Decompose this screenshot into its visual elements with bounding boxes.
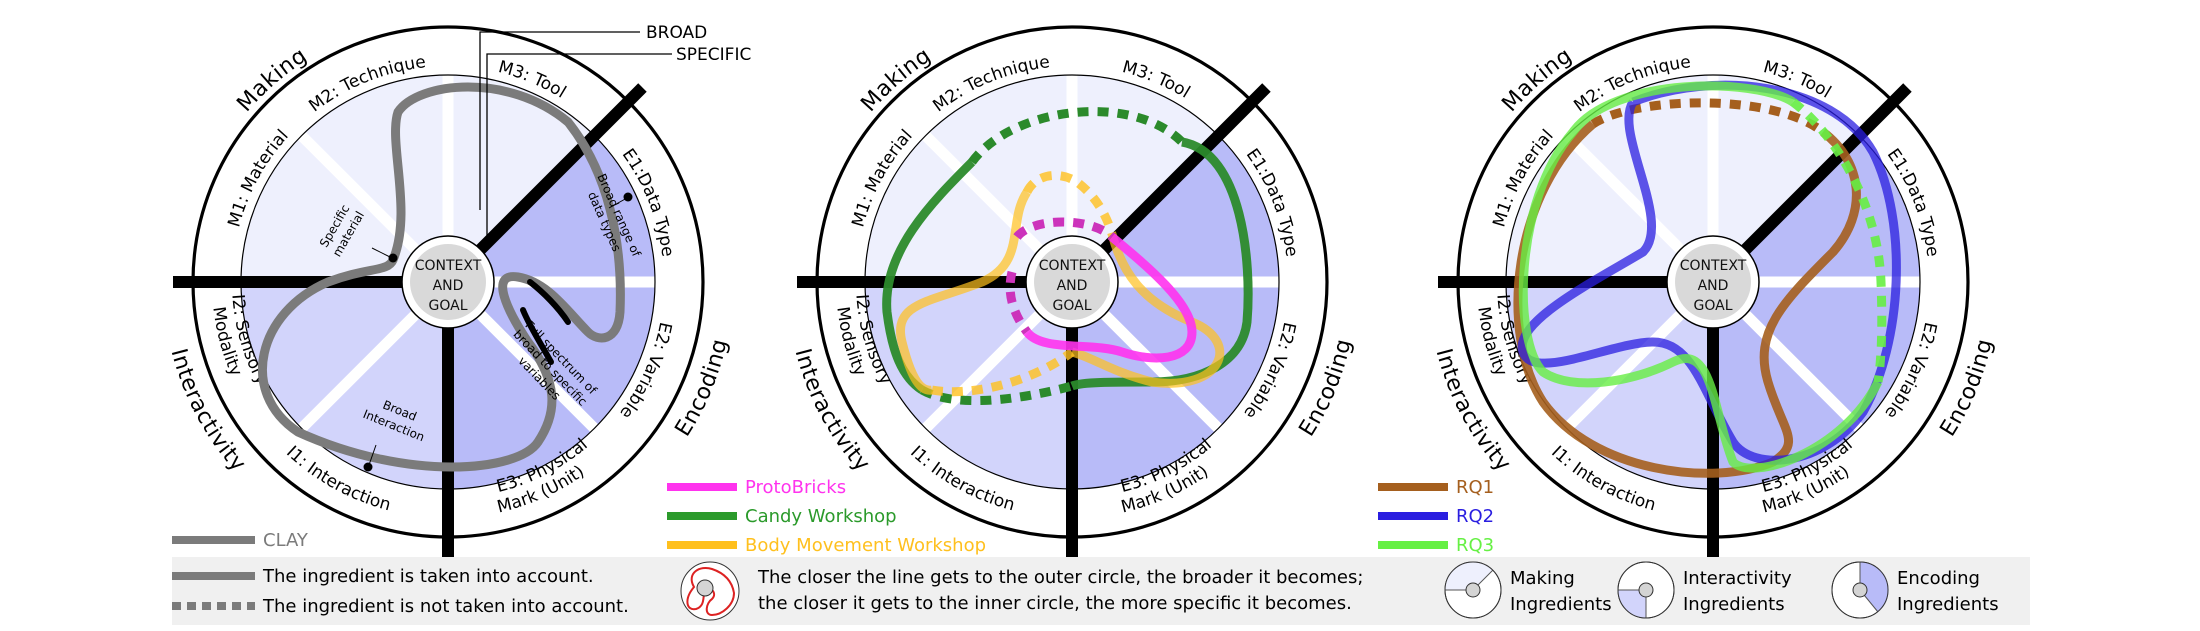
dimension-label-making: Making [856,43,935,117]
key-solid-label: The ingredient is taken into account. [262,566,594,587]
context-label: CONTEXT [415,258,482,274]
encoding-sector [448,135,655,489]
making-sector [241,74,595,282]
annotation-dot [623,192,633,202]
legend-label: Body Movement Workshop [745,535,986,556]
curve-body-solid [896,189,1031,395]
legend-label: Candy Workshop [745,506,897,527]
context-label: GOAL [1694,298,1733,314]
context-core [1034,244,1110,320]
broad-callout-label: BROAD [646,23,707,43]
dimension-label-making-path: Making [856,43,935,117]
curve-protobricks-dashed [1005,270,1031,335]
legend-label: RQ1 [1456,477,1494,498]
dimension-axis [476,83,647,254]
scale-icon [680,561,740,621]
dimension-label-making-path: Making [232,43,311,117]
legend-key-band [172,557,2030,625]
legend-label: RQ2 [1456,506,1494,527]
curve-clay [258,82,625,472]
dimension-label-making-path: Making [1497,43,1576,117]
dimension-label-making: Making [232,43,311,117]
curve-rq1-dashed [1590,98,1826,136]
specific-callout-line [486,53,672,248]
key-solid: The ingredient is taken into account. [172,566,594,587]
encoding-ingredients-label-2: Ingredients [1897,594,1999,615]
encoding-ingredients-icon [1831,561,1889,619]
curve-candy-dashed [919,381,1074,406]
context-label: AND [1698,278,1729,294]
interactivity-ingredients-icon [1617,561,1675,619]
key-scale-line-1: The closer the line gets to the outer ci… [757,567,1363,588]
ingredient-divider [296,310,420,434]
context-label: AND [1057,278,1088,294]
curve-clay-specific-segment [527,279,571,325]
curve-protobricks-solid [1023,233,1197,363]
context-label: GOAL [429,298,468,314]
legend-label: ProtoBricks [745,477,846,498]
encoding-ingredients-label-1: Encoding [1897,568,1980,589]
interactivity-ingredients-label-1: Interactivity [1683,568,1792,589]
legend-label: RQ3 [1456,535,1494,556]
annotation-leader [368,444,377,466]
curve-rq3-solid [1518,81,1883,473]
curve-body-solid [1070,232,1225,388]
making-ingredients-label-1: Making [1510,568,1575,589]
interactivity-ingredients-label-2: Ingredients [1683,594,1785,615]
curve-candy-solid [1070,137,1253,391]
annotation-leader [371,247,393,259]
context-label: CONTEXT [1680,258,1747,274]
dimension-axis [1100,83,1271,254]
annotation-leader [608,197,628,209]
key-making: Making Ingredients [1444,561,1612,619]
legend-clay: CLAY [172,530,309,551]
ingredient-divider [1100,310,1224,434]
curve-rq3-dashed [1790,98,1887,383]
annotation-dot [363,462,373,472]
context-core [410,244,486,320]
scale-callouts: BROAD SPECIFIC [479,23,751,248]
key-dashed: The ingredient is not taken into account… [172,596,629,617]
ingredient-divider [920,310,1044,434]
curve-body-dashed [1022,170,1117,236]
curve-clay-specific-segment [520,307,554,365]
ingredient-divider [1561,130,1685,254]
annotation-dot [388,253,398,263]
context-label: CONTEXT [1039,258,1106,274]
curve-protobricks-dashed [1013,217,1116,241]
context-label: GOAL [1053,298,1092,314]
curve-body-dashed [931,348,1075,397]
legend-label-clay: CLAY [263,530,309,551]
dimension-axis [1741,83,1912,254]
key-scale: The closer the line gets to the outer ci… [680,561,1363,621]
specific-callout-label: SPECIFIC [676,45,751,65]
curve-candy-solid [882,158,976,394]
key-scale-line-2: the closer it gets to the inner circle, … [758,593,1352,614]
key-encoding: Encoding Ingredients [1831,561,1999,619]
context-core [1675,244,1751,320]
making-ingredients-label-2: Ingredients [1510,594,1612,615]
curve-candy-dashed [968,107,1186,165]
dimension-label-making: Making [1497,43,1576,117]
context-label: AND [433,278,464,294]
key-interactivity: Interactivity Ingredients [1617,561,1792,619]
key-dashed-label: The ingredient is not taken into account… [262,596,629,617]
broad-callout-line [479,31,640,210]
making-ingredients-icon [1444,561,1502,619]
ingredient-divider [1561,310,1685,434]
ingredient-divider [476,310,600,434]
